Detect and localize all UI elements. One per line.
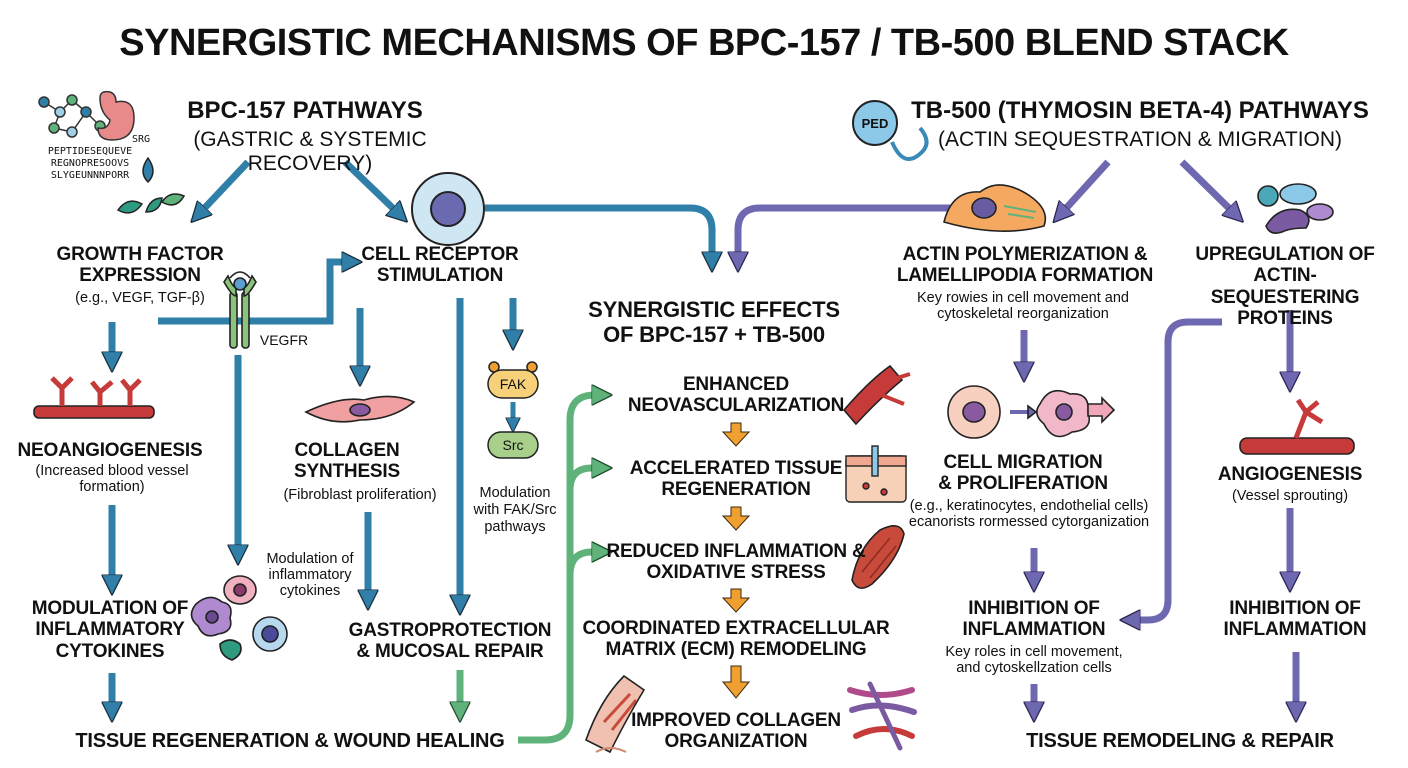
page-title: SYNERGISTIC MECHANISMS OF BPC-157 / TB-5… — [119, 22, 1289, 64]
inhibition-right-title: INHIBITION OF INFLAMMATION — [1223, 598, 1367, 641]
tendon-icon — [585, 674, 646, 754]
collagen-fibers-icon — [847, 681, 917, 751]
vegfr-label: VEGFR — [259, 332, 309, 348]
effect-arrow-2 — [721, 506, 751, 531]
cytokine-note: Modulation of inflammatory cytokines — [266, 551, 354, 600]
bpc-subheader: (GASTRIC & SYSTEMIC RECOVERY) — [193, 128, 427, 175]
ped-peptide-icon — [852, 100, 929, 162]
arrow-branch-regeneration — [566, 468, 602, 491]
effect-arrow-4 — [721, 665, 751, 699]
effect-inflammation: REDUCED INFLAMMATION & OXIDATIVE STRESS — [606, 541, 866, 584]
cell-migration-icon — [947, 385, 1116, 439]
immune-cells-icon — [190, 575, 288, 661]
synergy-header: SYNERGISTIC EFFECTS OF BPC-157 + TB-500 — [588, 297, 840, 347]
angiogenesis-detail: (Vessel sprouting) — [1231, 488, 1349, 504]
inhibition-left-detail: Key roles in cell movement, and cytoskel… — [945, 644, 1123, 677]
angiogenesis-title: ANGIOGENESIS — [1217, 464, 1363, 485]
arrow-tb-to-upregulation — [1179, 159, 1236, 215]
leaves-icon — [116, 156, 186, 214]
peptide-sequence-text: SRG PEPTIDESEQUEVE REGNOPRESOOVS SLYGEUN… — [47, 134, 150, 181]
arrow-tb-to-synergy — [738, 204, 990, 262]
arrow-to-cell-receptor — [342, 159, 400, 215]
growth-factor-title: GROWTH FACTOR EXPRESSION — [56, 244, 224, 287]
modulation-title: MODULATION OF INFLAMMATORY CYTOKINES — [31, 598, 189, 662]
effect-arrows — [721, 422, 751, 699]
arrow-to-growth-factor — [198, 159, 251, 215]
collagen-detail: (Fibroblast proliferation) — [283, 487, 437, 503]
fak-node-icon — [487, 361, 539, 399]
receptor-cell-icon — [411, 172, 485, 246]
ped-label: PED — [861, 116, 889, 131]
migrating-cell-icon — [943, 184, 1047, 232]
upregulation-title: UPREGULATION OF ACTIN-SEQUESTERING PROTE… — [1195, 244, 1375, 329]
collagen-title: COLLAGEN SYNTHESIS — [294, 440, 400, 483]
neoangiogenesis-title: NEOANGIOGENESIS — [17, 440, 203, 461]
bpc-outcome: TISSUE REGENERATION & WOUND HEALING — [75, 730, 505, 752]
effect-tissue-regeneration: ACCELERATED TISSUE REGENERATION — [629, 458, 843, 501]
vegfr-receptor-icon — [223, 271, 257, 349]
tissue-section-icon — [845, 445, 907, 503]
arrow-tb-to-actin — [1060, 159, 1111, 215]
effect-neovascularization: ENHANCED NEOVASCULARIZATION — [627, 374, 845, 417]
tb-header: TB-500 (THYMOSIN BETA-4) PATHWAYS — [911, 97, 1369, 124]
tb-subheader: (ACTIN SEQUESTRATION & MIGRATION) — [937, 128, 1343, 151]
bpc-header: BPC-157 PATHWAYS — [187, 97, 423, 124]
synergy-branch — [518, 395, 602, 744]
src-node-icon — [487, 431, 539, 459]
growth-factor-detail: (e.g., VEGF, TGF-β) — [75, 290, 205, 306]
fibroblast-icon — [304, 395, 416, 423]
effect-ecm-remodeling: COORDINATED EXTRACELLULAR MATRIX (ECM) R… — [582, 618, 890, 661]
neoangiogenesis-detail: (Increased blood vessel formation) — [35, 463, 189, 496]
angiogenesis-vessel-icon — [1239, 398, 1355, 455]
neovascularization-icon — [842, 364, 911, 426]
effect-arrow-1 — [721, 422, 751, 447]
fak-label: FAK — [499, 376, 527, 392]
fak-src-note: Modulation with FAK/Src pathways — [473, 485, 557, 535]
arrow-up-to-inhibition — [1130, 318, 1222, 620]
cell-receptor-title: CELL RECEPTOR STIMULATION — [361, 244, 519, 287]
blood-vessel-icon — [33, 376, 155, 419]
actin-title: ACTIN POLYMERIZATION & LAMELLIPODIA FORM… — [896, 244, 1154, 287]
effect-arrow-3 — [721, 588, 751, 613]
arrow-bpc-to-synergy — [485, 204, 712, 262]
tb-outcome: TISSUE REMODELING & REPAIR — [1026, 730, 1334, 752]
src-label: Src — [502, 437, 524, 453]
migration-title: CELL MIGRATION & PROLIFERATION — [938, 452, 1108, 495]
actin-detail: Key rowies in cell movement and cytoskel… — [917, 290, 1129, 323]
gastro-title: GASTROPROTECTION & MUCOSAL REPAIR — [348, 620, 552, 663]
effect-collagen-organization: IMPROVED COLLAGEN ORGANIZATION — [631, 710, 841, 753]
muscle-fiber-icon — [851, 525, 905, 589]
actin-proteins-icon — [1257, 183, 1334, 234]
migration-detail: (e.g., keratinocytes, endothelial cells)… — [908, 498, 1150, 531]
arrow-branch-inflammation — [566, 552, 602, 576]
peptide-molecule-icon — [38, 94, 106, 138]
stomach-icon — [97, 90, 135, 141]
inhibition-left-title: INHIBITION OF INFLAMMATION — [962, 598, 1106, 641]
tb-arrows — [738, 159, 1296, 712]
